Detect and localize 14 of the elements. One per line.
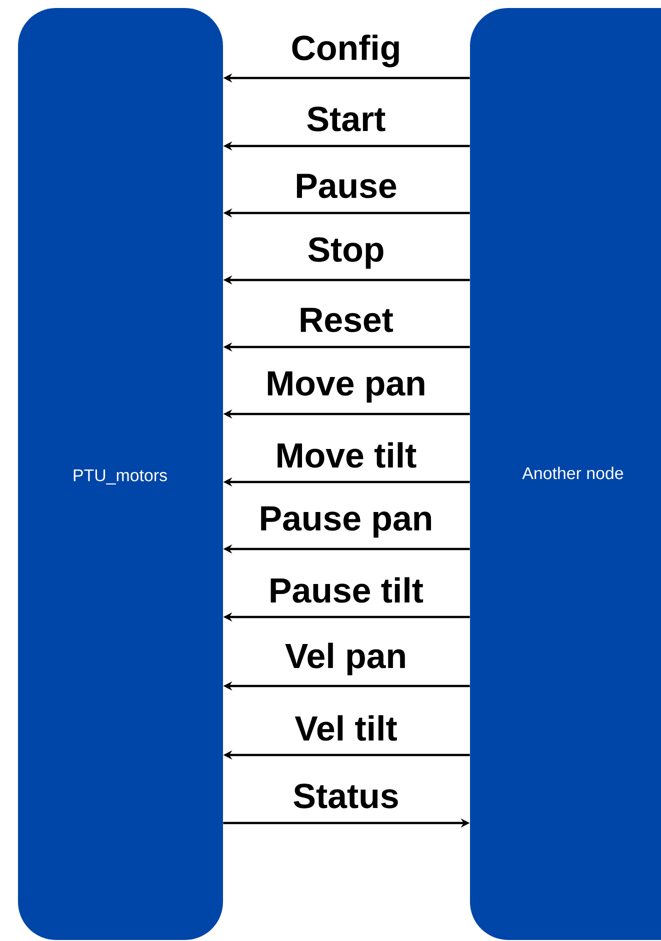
edge-label: Move pan bbox=[268, 371, 424, 403]
edge-label: Status bbox=[294, 784, 398, 808]
edge-label: Vel tilt bbox=[294, 715, 397, 741]
edge-label: Stop bbox=[308, 237, 384, 269]
edge-label: Start bbox=[307, 106, 386, 132]
edge-label: Vel pan bbox=[285, 642, 405, 676]
edge-label: Reset bbox=[300, 308, 394, 332]
process-box: PTU_motors bbox=[18, 8, 223, 940]
process-box: Another node bbox=[470, 8, 661, 940]
edge-label: Pause pan bbox=[261, 506, 431, 538]
edge-label: Config bbox=[292, 34, 399, 68]
edge-label: Pause bbox=[296, 174, 396, 198]
edge-label: Move tilt bbox=[278, 442, 416, 468]
edge-label: Pause tilt bbox=[270, 577, 424, 603]
